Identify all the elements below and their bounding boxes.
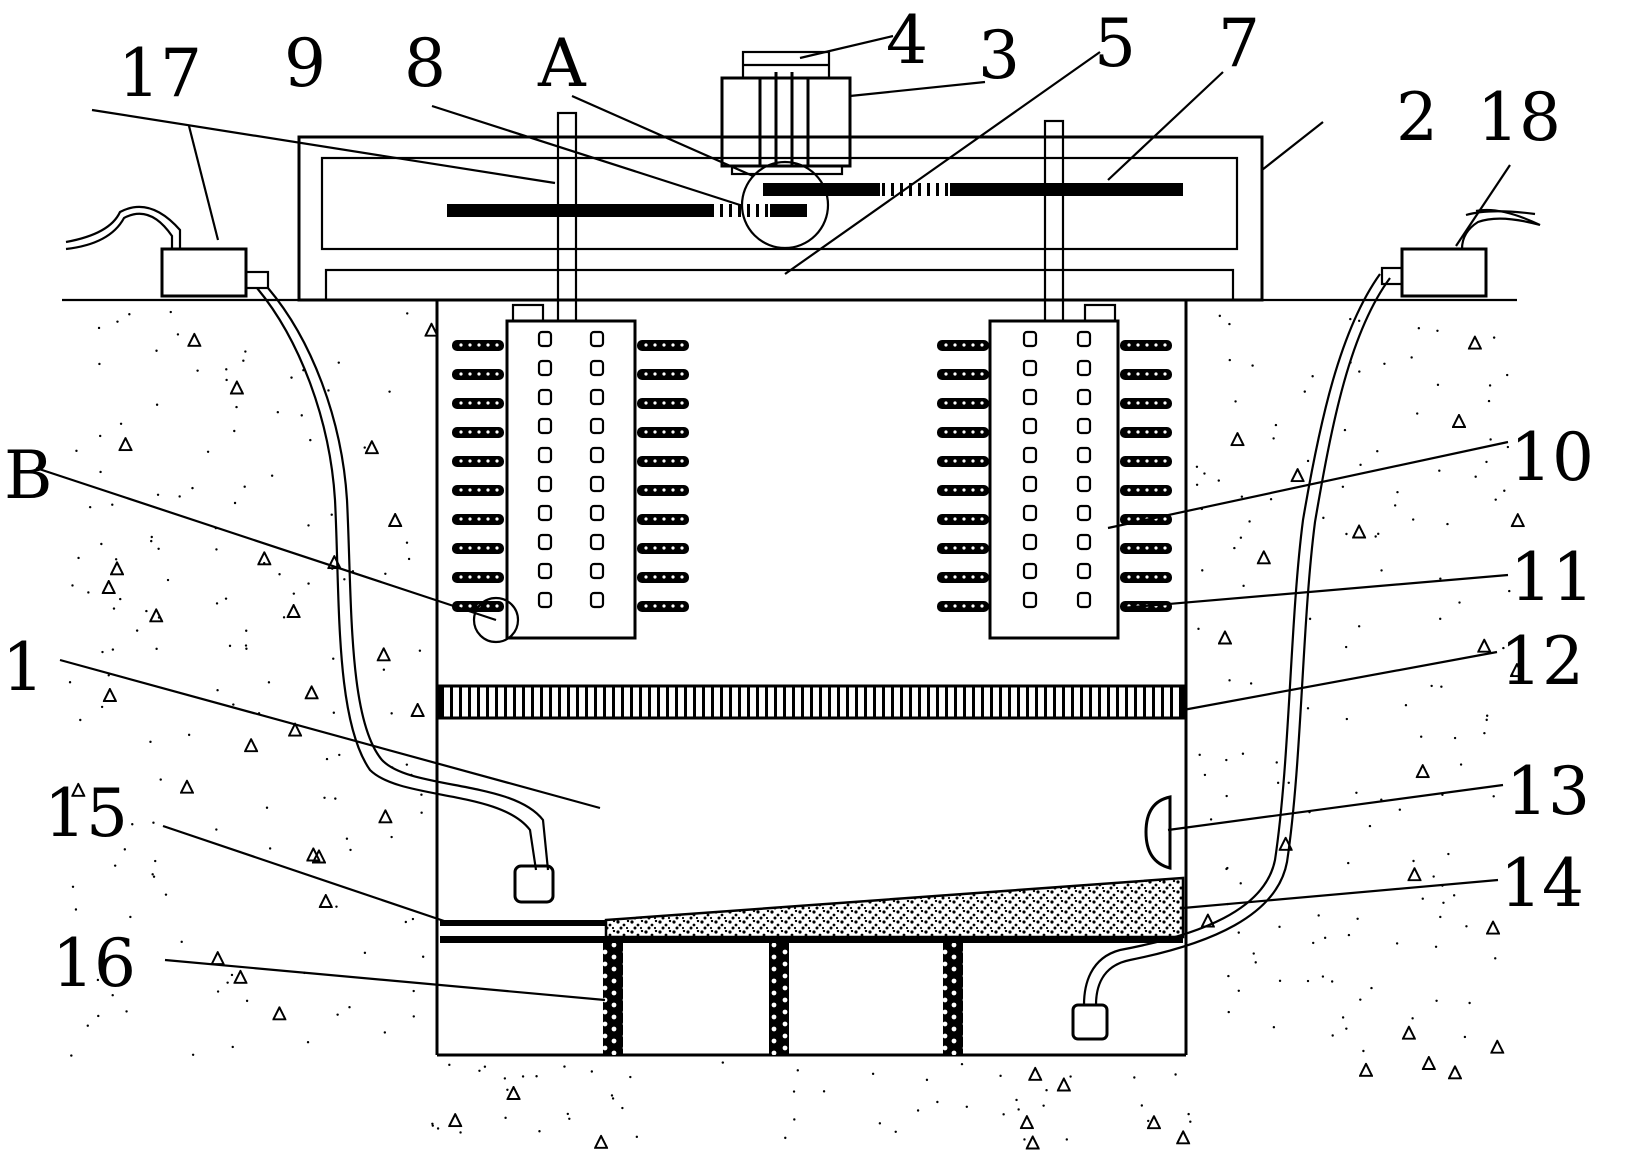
- stirring-cage-left: [452, 303, 689, 640]
- tank-body: [435, 300, 1188, 1057]
- label-13: 13: [1506, 753, 1590, 830]
- label-16: 16: [52, 925, 136, 1002]
- label-12: 12: [1500, 623, 1584, 700]
- sediment-layer: [604, 876, 1185, 939]
- label-2: 2: [1396, 79, 1438, 156]
- label-8: 8: [404, 25, 446, 102]
- label-17: 17: [118, 35, 202, 112]
- detail-circle-b: [472, 596, 520, 644]
- label-7: 7: [1218, 5, 1260, 82]
- label-3: 3: [978, 17, 1020, 94]
- label-a: A: [537, 25, 587, 102]
- bottom-plate: [440, 920, 1183, 943]
- filter-screen: [438, 684, 1185, 720]
- label-b: B: [4, 437, 53, 514]
- shafts: [447, 111, 1183, 323]
- support-pillars: [603, 943, 963, 1055]
- label-5: 5: [1094, 5, 1136, 82]
- detail-circle-a: [740, 160, 830, 250]
- left-pump: [65, 205, 270, 298]
- frame: [297, 135, 1264, 302]
- label-18: 18: [1477, 79, 1561, 156]
- soil-texture: [68, 310, 1525, 1150]
- motor: [720, 50, 852, 176]
- right-pipe: [1071, 273, 1391, 1041]
- label-1: 1: [2, 629, 44, 706]
- label-14: 14: [1500, 845, 1584, 922]
- right-pump: [1380, 208, 1541, 298]
- left-pipe: [256, 287, 555, 904]
- label-15: 15: [44, 775, 128, 852]
- label-10: 10: [1510, 419, 1594, 496]
- stirring-cage-right: [937, 303, 1172, 640]
- label-9: 9: [284, 25, 326, 102]
- leader-lines: [35, 34, 1511, 1002]
- label-11: 11: [1510, 539, 1594, 616]
- callout-labels: 17 9 8 A 4 3 5 7 2 18 B 10 11 1 12 15 13…: [2, 2, 1594, 1002]
- label-4: 4: [886, 2, 928, 79]
- sensor: [1144, 795, 1172, 870]
